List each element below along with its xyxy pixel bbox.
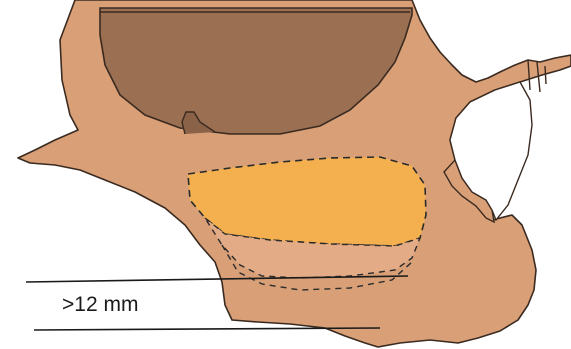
measurement-label: >12 mm (62, 293, 138, 316)
